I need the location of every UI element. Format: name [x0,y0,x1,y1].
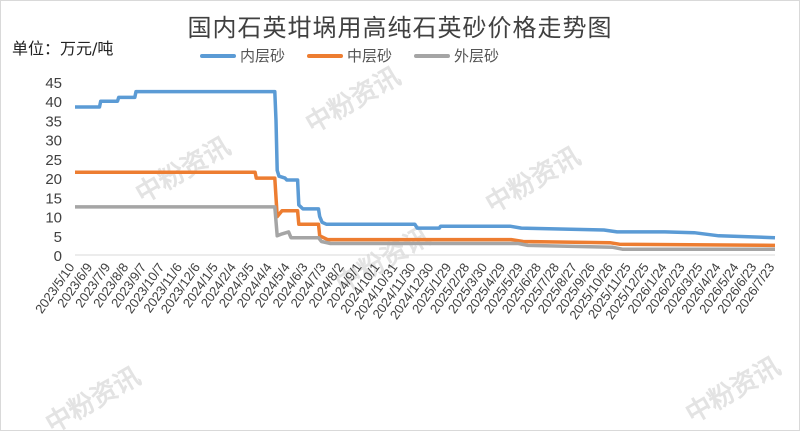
y-tick-label: 40 [45,94,62,111]
y-tick-label: 0 [54,248,62,265]
price-chart: 0510152025303540452023/5/102023/6/92023/… [32,75,777,322]
y-tick-label: 15 [45,190,62,207]
legend: 内层砂 中层砂 外层砂 [200,45,499,66]
series-line-1 [75,170,776,248]
y-tick-label: 20 [45,171,62,188]
unit-label: 单位：万元/吨 [12,39,114,58]
legend-swatch-outer [414,53,451,58]
series-line-0 [75,89,776,240]
y-tick-label: 25 [45,152,62,169]
legend-label-middle: 中层砂 [347,47,393,65]
legend-label-inner: 内层砂 [240,47,286,65]
legend-swatch-middle [307,53,344,58]
legend-item-inner: 内层砂 [200,45,285,66]
legend-label-outer: 外层砂 [454,47,500,65]
legend-swatch-inner [200,53,236,58]
legend-item-middle: 中层砂 [307,45,392,66]
y-tick-label: 30 [45,133,62,150]
legend-item-outer: 外层砂 [414,45,499,66]
chart-title: 国内石英坩埚用高纯石英砂价格走势图 [187,14,613,42]
series-line-2 [75,205,775,251]
y-tick-label: 10 [45,210,62,227]
y-tick-label: 35 [45,113,62,130]
y-tick-label: 5 [54,229,62,246]
y-tick-label: 45 [45,75,62,92]
